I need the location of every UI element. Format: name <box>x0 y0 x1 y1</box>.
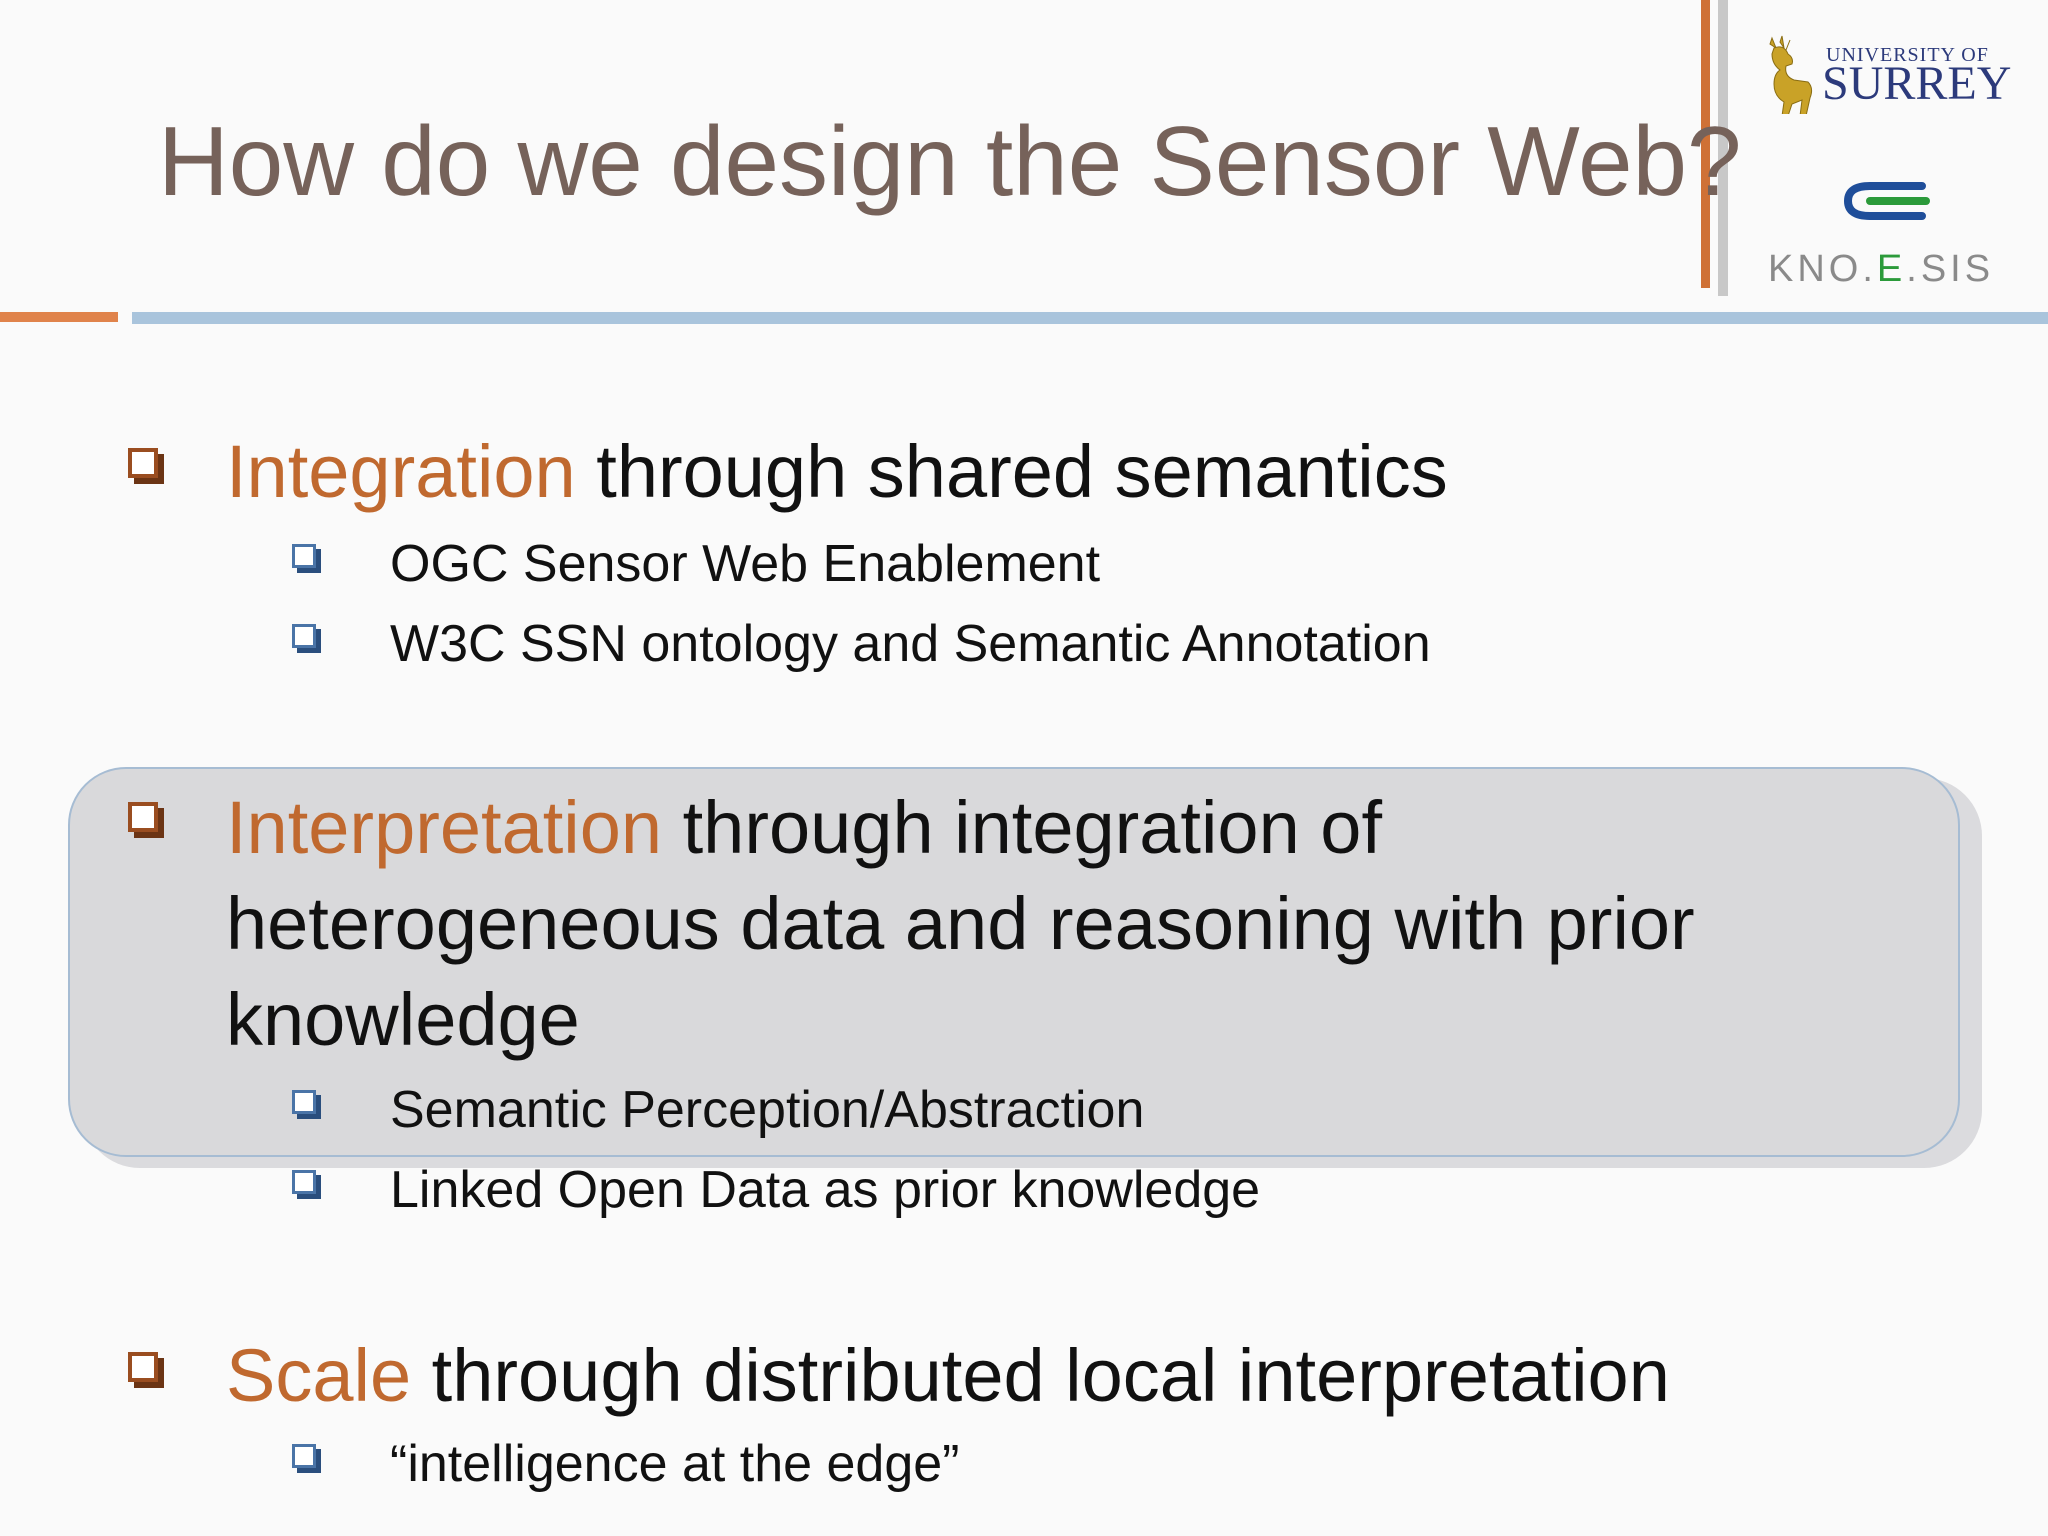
sub-bullet-box-icon <box>292 1090 316 1114</box>
bullet-keyword: Integration <box>226 430 576 513</box>
surrey-big-text: SURREY <box>1822 57 2012 110</box>
sub-bullet-box-icon <box>292 624 316 648</box>
bullet-box-icon <box>128 448 158 478</box>
knoesis-wordmark: KNO.E.SIS <box>1768 248 1994 291</box>
bullet-scale: Scale through distributed local interpre… <box>226 1328 1670 1424</box>
bullet-box-icon <box>128 802 158 832</box>
bullet-text: through integration of heterogeneous dat… <box>226 786 1695 1061</box>
knoesis-e: E <box>1876 248 1907 290</box>
bullet-integration: Integration through shared semantics <box>226 424 1448 520</box>
bullet-text: through shared semantics <box>575 430 1448 513</box>
highlight-box <box>68 767 1960 1157</box>
bullet-keyword: Scale <box>226 1334 412 1417</box>
bullet-box-icon <box>128 1352 158 1382</box>
stag-icon <box>1769 35 1813 114</box>
sub-bullet-box-icon <box>292 1444 316 1468</box>
bullet-keyword: Interpretation <box>226 786 663 869</box>
header-rule-blue <box>132 312 2048 324</box>
sub-bullet-lod: Linked Open Data as prior knowledge <box>390 1161 1261 1219</box>
sub-bullet-w3c: W3C SSN ontology and Semantic Annotation <box>390 615 1431 673</box>
header-rule-orange <box>0 312 118 322</box>
bullet-interpretation: Interpretation through integration of he… <box>226 780 1886 1068</box>
sub-bullet-edge: “intelligence at the edge” <box>390 1435 960 1493</box>
surrey-small-text: UNIVERSITY OF <box>1826 44 1989 66</box>
sub-bullet-ogc: OGC Sensor Web Enablement <box>390 535 1101 593</box>
bullet-text: through distributed local interpretation <box>411 1334 1670 1417</box>
slide-title: How do we design the Sensor Web? <box>158 106 1742 216</box>
knoesis-suffix: .SIS <box>1906 248 1995 290</box>
sub-bullet-perception: Semantic Perception/Abstraction <box>390 1081 1145 1139</box>
vertical-gray-bar <box>1718 0 1728 296</box>
sub-bullet-box-icon <box>292 544 316 568</box>
sub-bullet-box-icon <box>292 1170 316 1194</box>
vertical-accent-bar <box>1701 0 1710 288</box>
knoesis-prefix: KNO. <box>1768 248 1877 290</box>
knoesis-e-icon <box>1843 182 1930 220</box>
